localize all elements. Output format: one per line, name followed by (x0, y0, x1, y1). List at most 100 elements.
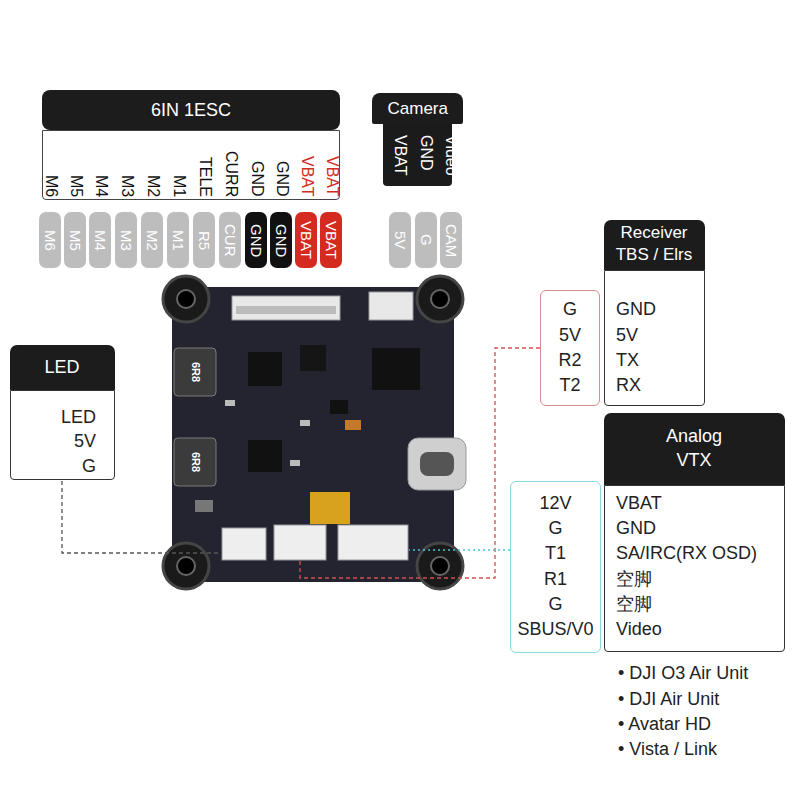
pad-label: M3 (117, 230, 134, 251)
pin-label: RX (616, 375, 641, 396)
pin-label: GND (616, 299, 656, 320)
pin-label: Video (616, 619, 662, 640)
pin-label: M4 (92, 175, 110, 197)
header-text: Camera (388, 99, 448, 119)
pad-label: M4 (91, 230, 108, 251)
leader-line (409, 549, 510, 551)
pin-label: M3 (118, 175, 136, 197)
leader-line (62, 481, 222, 553)
pin-label: G (549, 594, 563, 615)
chip (372, 348, 420, 390)
pad-label: M2 (143, 230, 160, 251)
chip (300, 345, 326, 371)
smd-part (300, 420, 310, 426)
pad-pill: 5V (389, 212, 411, 268)
mount-grommet (163, 543, 209, 589)
pin-label: VBAT (298, 156, 316, 197)
panel-header: Analog VTX (604, 413, 785, 485)
pad-label: R5 (195, 231, 212, 250)
pin-label: GND (417, 135, 435, 171)
pad-pill: M3 (115, 212, 137, 268)
pad-label: GND (272, 224, 289, 257)
smd-part (195, 500, 213, 512)
smd-part (225, 400, 235, 406)
pad-pill: M4 (89, 212, 111, 268)
mount-hole (431, 557, 449, 575)
panel-header: Camera (372, 93, 463, 124)
pad-label: VBAT (322, 221, 339, 259)
header-text: Receiver TBS / Elrs (608, 222, 700, 268)
pin-label: GND (616, 518, 656, 539)
pad-label: CAM (442, 224, 459, 257)
receiver-connector (274, 525, 326, 560)
pad-pill: R5 (193, 212, 215, 268)
pin-label: TELE (196, 157, 214, 197)
pad-pill: M6 (39, 212, 61, 268)
pcb-board (172, 287, 454, 582)
pad-pill: CAM (440, 212, 462, 268)
vtx-pad-box: 12VGT1R1GSBUS/V0 (510, 481, 601, 653)
usb-c-opening (420, 452, 454, 476)
vtx-panel: Analog VTXVBATGNDSA/IRC(RX OSD)空脚空脚Video (604, 485, 785, 652)
pin-label: M5 (67, 175, 85, 197)
pin-label: G (549, 518, 563, 539)
gold-pad (310, 492, 350, 524)
pad-label: M5 (66, 230, 83, 251)
pin-label: GND (248, 161, 266, 197)
panel-header: Receiver TBS / Elrs (604, 220, 705, 270)
pin-label: 5V (74, 431, 96, 452)
pad-pill: M2 (141, 212, 163, 268)
vtx-connector (338, 525, 408, 560)
pin-label: Video (442, 135, 460, 176)
led-connector (222, 528, 266, 560)
pin-label: 5V (616, 325, 638, 346)
connector-pins (236, 306, 336, 314)
receiver-panel: Receiver TBS / ElrsGND5VTXRX (604, 270, 705, 406)
pin-label: SBUS/V0 (518, 619, 594, 640)
panel-header: 6IN 1ESC (42, 90, 340, 130)
camera-pin-panel: CameraVBATGNDVideo (383, 123, 452, 186)
inductor-marking: 6R8 (189, 452, 202, 472)
pad-pill: VBAT (295, 212, 317, 268)
pin-label: VBAT (391, 135, 409, 176)
pin-label: R1 (544, 569, 567, 590)
inductor (174, 348, 216, 396)
compatible-device: • Vista / Link (618, 739, 717, 760)
pin-label: VBAT (323, 156, 341, 197)
pin-label: G (82, 456, 96, 477)
compatible-device: • DJI O3 Air Unit (618, 663, 748, 684)
pin-label: T1 (545, 543, 566, 564)
pin-label: M6 (42, 175, 60, 197)
pad-label: M1 (169, 230, 186, 251)
smd-part (290, 460, 300, 466)
header-text: LED (45, 357, 80, 378)
pad-pill: VBAT (320, 212, 342, 268)
esc-connector (232, 296, 340, 320)
chip (248, 440, 282, 472)
panel-header: LED (10, 345, 115, 390)
pin-label: M2 (144, 175, 162, 197)
pad-pill: M5 (64, 212, 86, 268)
pin-label: VBAT (616, 493, 662, 514)
pad-pill: GND (245, 212, 267, 268)
header-text: 6IN 1ESC (151, 100, 231, 121)
chip (330, 400, 348, 414)
pad-pill: M1 (167, 212, 189, 268)
esc-pin-panel: 6IN 1ESCM6M5M4M3M2M1TELECURRGNDGNDVBATVB… (42, 130, 340, 200)
mount-grommet (163, 276, 209, 322)
pin-label: T2 (560, 375, 581, 396)
leader-line (300, 348, 540, 578)
compatible-device: • Avatar HD (618, 714, 711, 735)
pin-label: GND (273, 161, 291, 197)
pin-label: 空脚 (616, 569, 652, 590)
pad-pill: G (415, 212, 437, 268)
pin-label: G (563, 299, 577, 320)
pad-label: M6 (41, 230, 58, 251)
pin-label: LED (61, 407, 96, 428)
pin-label: TX (616, 350, 639, 371)
mount-hole (431, 290, 449, 308)
led-panel: LEDLED5VG (10, 390, 115, 480)
pin-label: SA/IRC(RX OSD) (616, 543, 757, 564)
mount-hole (177, 557, 195, 575)
